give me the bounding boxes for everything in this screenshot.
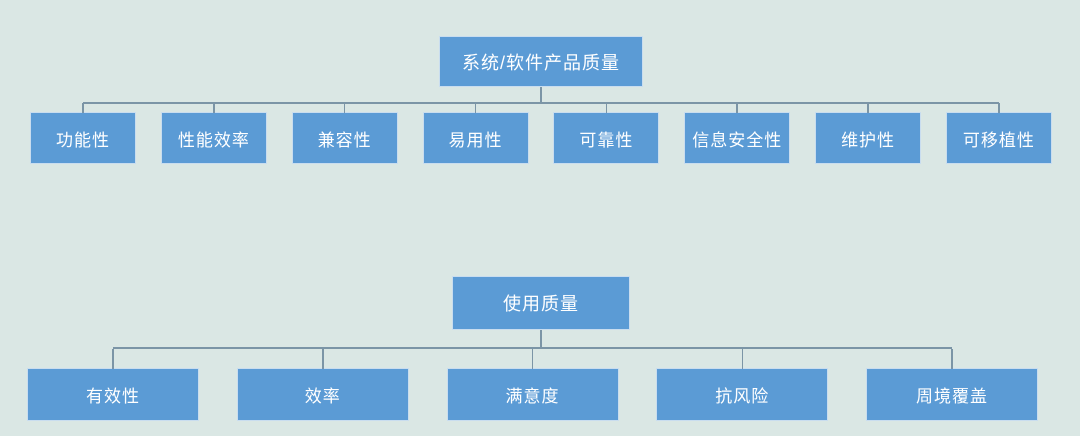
- tree-node-efficiency: 效率: [236, 349, 409, 421]
- quality-in-use-children-row: 有效性 效率 满意度 抗风险 周境覆盖: [27, 349, 1038, 421]
- tree-node-risk-resistance: 抗风险: [656, 349, 829, 421]
- connector-horizontal-line: [113, 347, 952, 349]
- quality-in-use-root-node: 使用质量: [452, 276, 630, 330]
- tree-node-maintainability: 维护性: [815, 103, 922, 164]
- tree-node-satisfaction: 满意度: [446, 349, 619, 421]
- tree-node-functionality: 功能性: [30, 103, 136, 164]
- tree-node-compatibility: 兼容性: [291, 103, 398, 164]
- tree-node-effectiveness: 有效性: [27, 349, 199, 421]
- connector-horizontal-line: [83, 102, 999, 104]
- product-quality-children-row: 功能性 性能效率 兼容性 易用性 可靠性 信息安全性 维护性 可移植性: [30, 103, 1052, 164]
- product-quality-root-node: 系统/软件产品质量: [439, 36, 643, 87]
- tree-node-portability: 可移植性: [945, 103, 1052, 164]
- connector-stub: [540, 330, 542, 348]
- tree-node-usability: 易用性: [422, 103, 529, 164]
- connector-stub: [540, 87, 542, 103]
- tree-node-performance-efficiency: 性能效率: [160, 103, 267, 164]
- tree-node-context-coverage: 周境覆盖: [866, 349, 1038, 421]
- tree-node-reliability: 可靠性: [553, 103, 660, 164]
- tree-node-security: 信息安全性: [684, 103, 791, 164]
